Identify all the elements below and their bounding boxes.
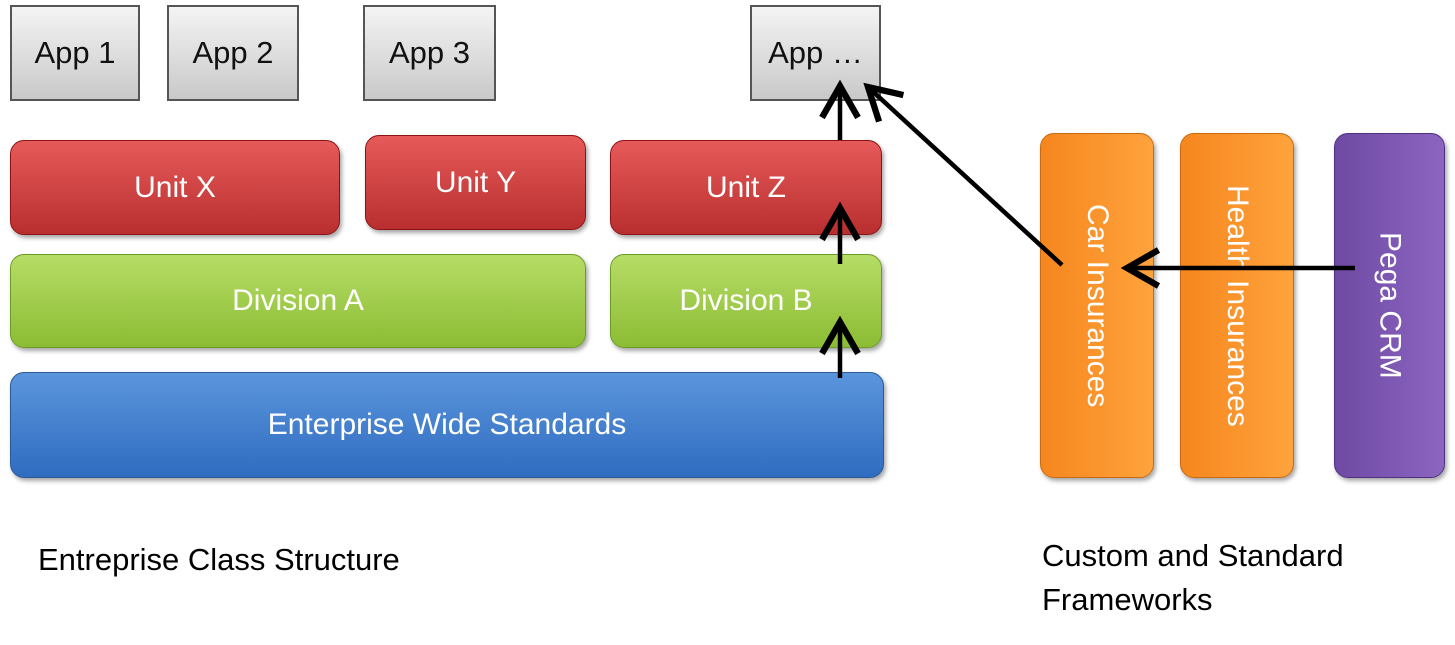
unit-z-label: Unit Z [705, 170, 786, 204]
division-a-label: Division A [232, 284, 364, 317]
division-b-box: Division B [610, 254, 882, 348]
unit-x-label: Unit X [134, 170, 216, 204]
app-3-box: App 3 [363, 5, 496, 101]
app-1-label: App 1 [34, 35, 116, 70]
division-a-box: Division A [10, 254, 586, 348]
health-insurances-label: Health Insurances [1221, 184, 1254, 427]
frameworks-caption-line-2: Frameworks [1042, 582, 1213, 617]
frameworks-caption-line-1: Custom and Standard [1042, 538, 1344, 573]
unit-x-box: Unit X [10, 140, 340, 235]
health-insurances-box: Health Insurances [1180, 133, 1294, 478]
enterprise-standards-box: Enterprise Wide Standards [10, 372, 884, 478]
unit-y-box: Unit Y [365, 135, 586, 230]
unit-y-label: Unit Y [434, 166, 517, 199]
app-n-label: App … [768, 35, 863, 70]
app-3-label: App 3 [388, 35, 470, 70]
pega-crm-label: Pega CRM [1373, 232, 1407, 379]
app-1-box: App 1 [10, 5, 140, 101]
app-2-box: App 2 [167, 5, 299, 101]
car-insurances-label: Car Insurances [1081, 203, 1114, 408]
enterprise-class-structure-caption: Entreprise Class Structure [38, 542, 400, 577]
car-insurances-box: Car Insurances [1040, 133, 1154, 478]
division-b-label: Division B [679, 284, 813, 317]
app-2-label: App 2 [192, 35, 274, 70]
arrow-car-to-app [863, 82, 1064, 267]
enterprise-standards-label: Enterprise Wide Standards [267, 408, 627, 441]
pega-crm-box: Pega CRM [1334, 133, 1445, 478]
